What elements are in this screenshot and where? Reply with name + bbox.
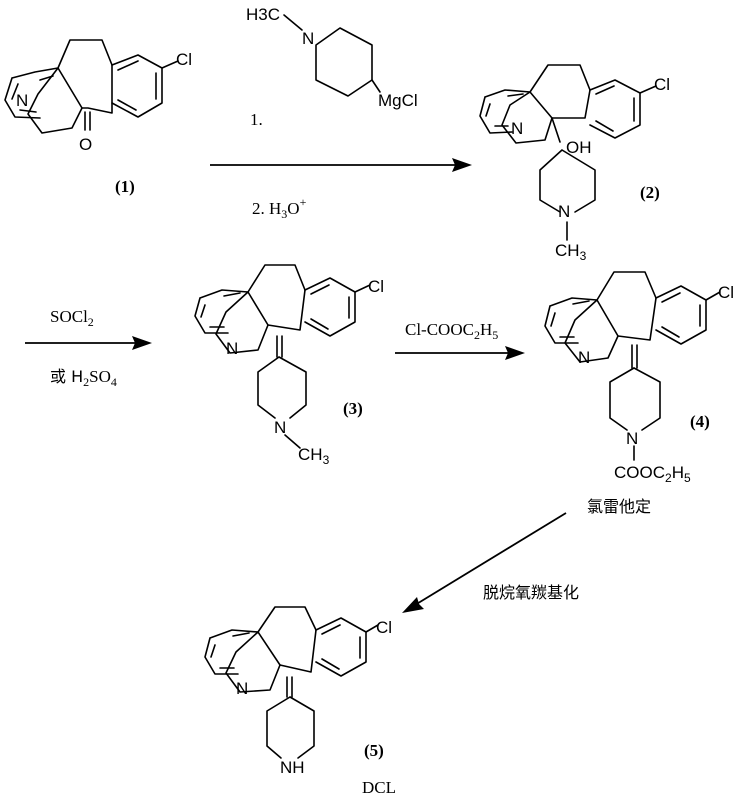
compound-3: N Cl N CH3 (3) [194, 264, 384, 467]
hydroxyl-group: OH [566, 138, 592, 157]
ethoxycarbonyl-group: COOC2H5 [614, 463, 691, 485]
compound-3-label: (3) [343, 399, 363, 418]
compound-5: N Cl NH (5) DCL [204, 606, 396, 797]
loratadine-name: 氯雷他定 [587, 497, 651, 516]
chlorine-atom: Cl [718, 283, 733, 302]
pyridine-nitrogen: N [226, 339, 238, 358]
chlorine-atom: Cl [376, 618, 392, 637]
compound-2-label: (2) [640, 183, 660, 202]
n-methyl-group: CH3 [298, 445, 330, 467]
n-methyl-group: CH3 [555, 241, 587, 263]
grignard-reagent: H3C N MgCl 1. [246, 5, 418, 129]
reaction-arrow-2: SOCl2 或 H2SO4 [25, 307, 152, 389]
reaction-arrow-1: 2. H3O+ [210, 158, 472, 221]
compound-1-label: (1) [115, 177, 135, 196]
compound-5-label: (5) [364, 741, 384, 760]
compound-1: N O Cl (1) [4, 39, 192, 196]
dealkoxycarbonylation-label: 脱烷氧羰基化 [483, 583, 579, 602]
methyl-group: H3C [246, 5, 280, 24]
mgcl-group: MgCl [378, 91, 418, 110]
ethyl-chloroformate-reagent: Cl-COOC2H5 [405, 320, 498, 342]
compound-4-label: (4) [690, 412, 710, 431]
pyridine-nitrogen: N [578, 348, 590, 367]
compound-2: N OH Cl N CH3 (2) [479, 64, 670, 263]
step-1-number: 1. [250, 110, 263, 129]
pyridine-nitrogen: N [236, 679, 248, 698]
piperidine-nh: NH [280, 758, 305, 777]
chlorine-atom: Cl [176, 50, 192, 69]
reaction-arrow-4: 脱烷氧羰基化 [402, 512, 579, 613]
chlorine-atom: Cl [368, 277, 384, 296]
piperidine-nitrogen: N [626, 429, 638, 448]
dcl-name: DCL [362, 778, 396, 797]
socl2-reagent: SOCl2 [50, 307, 94, 329]
pyridine-nitrogen: N [511, 119, 523, 138]
chlorine-atom: Cl [654, 75, 670, 94]
reaction-arrow-3: Cl-COOC2H5 [395, 320, 525, 360]
nitrogen-atom: N [16, 91, 28, 110]
step-2-condition: 2. H3O+ [252, 195, 307, 221]
h2so4-reagent: 或 H2SO4 [50, 367, 117, 389]
piperidine-nitrogen: N [302, 29, 314, 48]
piperidine-nitrogen: N [274, 418, 286, 437]
compound-4: N Cl N COOC2H5 (4) 氯雷他定 [544, 271, 733, 516]
oxygen-atom: O [79, 135, 92, 154]
piperidine-nitrogen: N [558, 202, 570, 221]
